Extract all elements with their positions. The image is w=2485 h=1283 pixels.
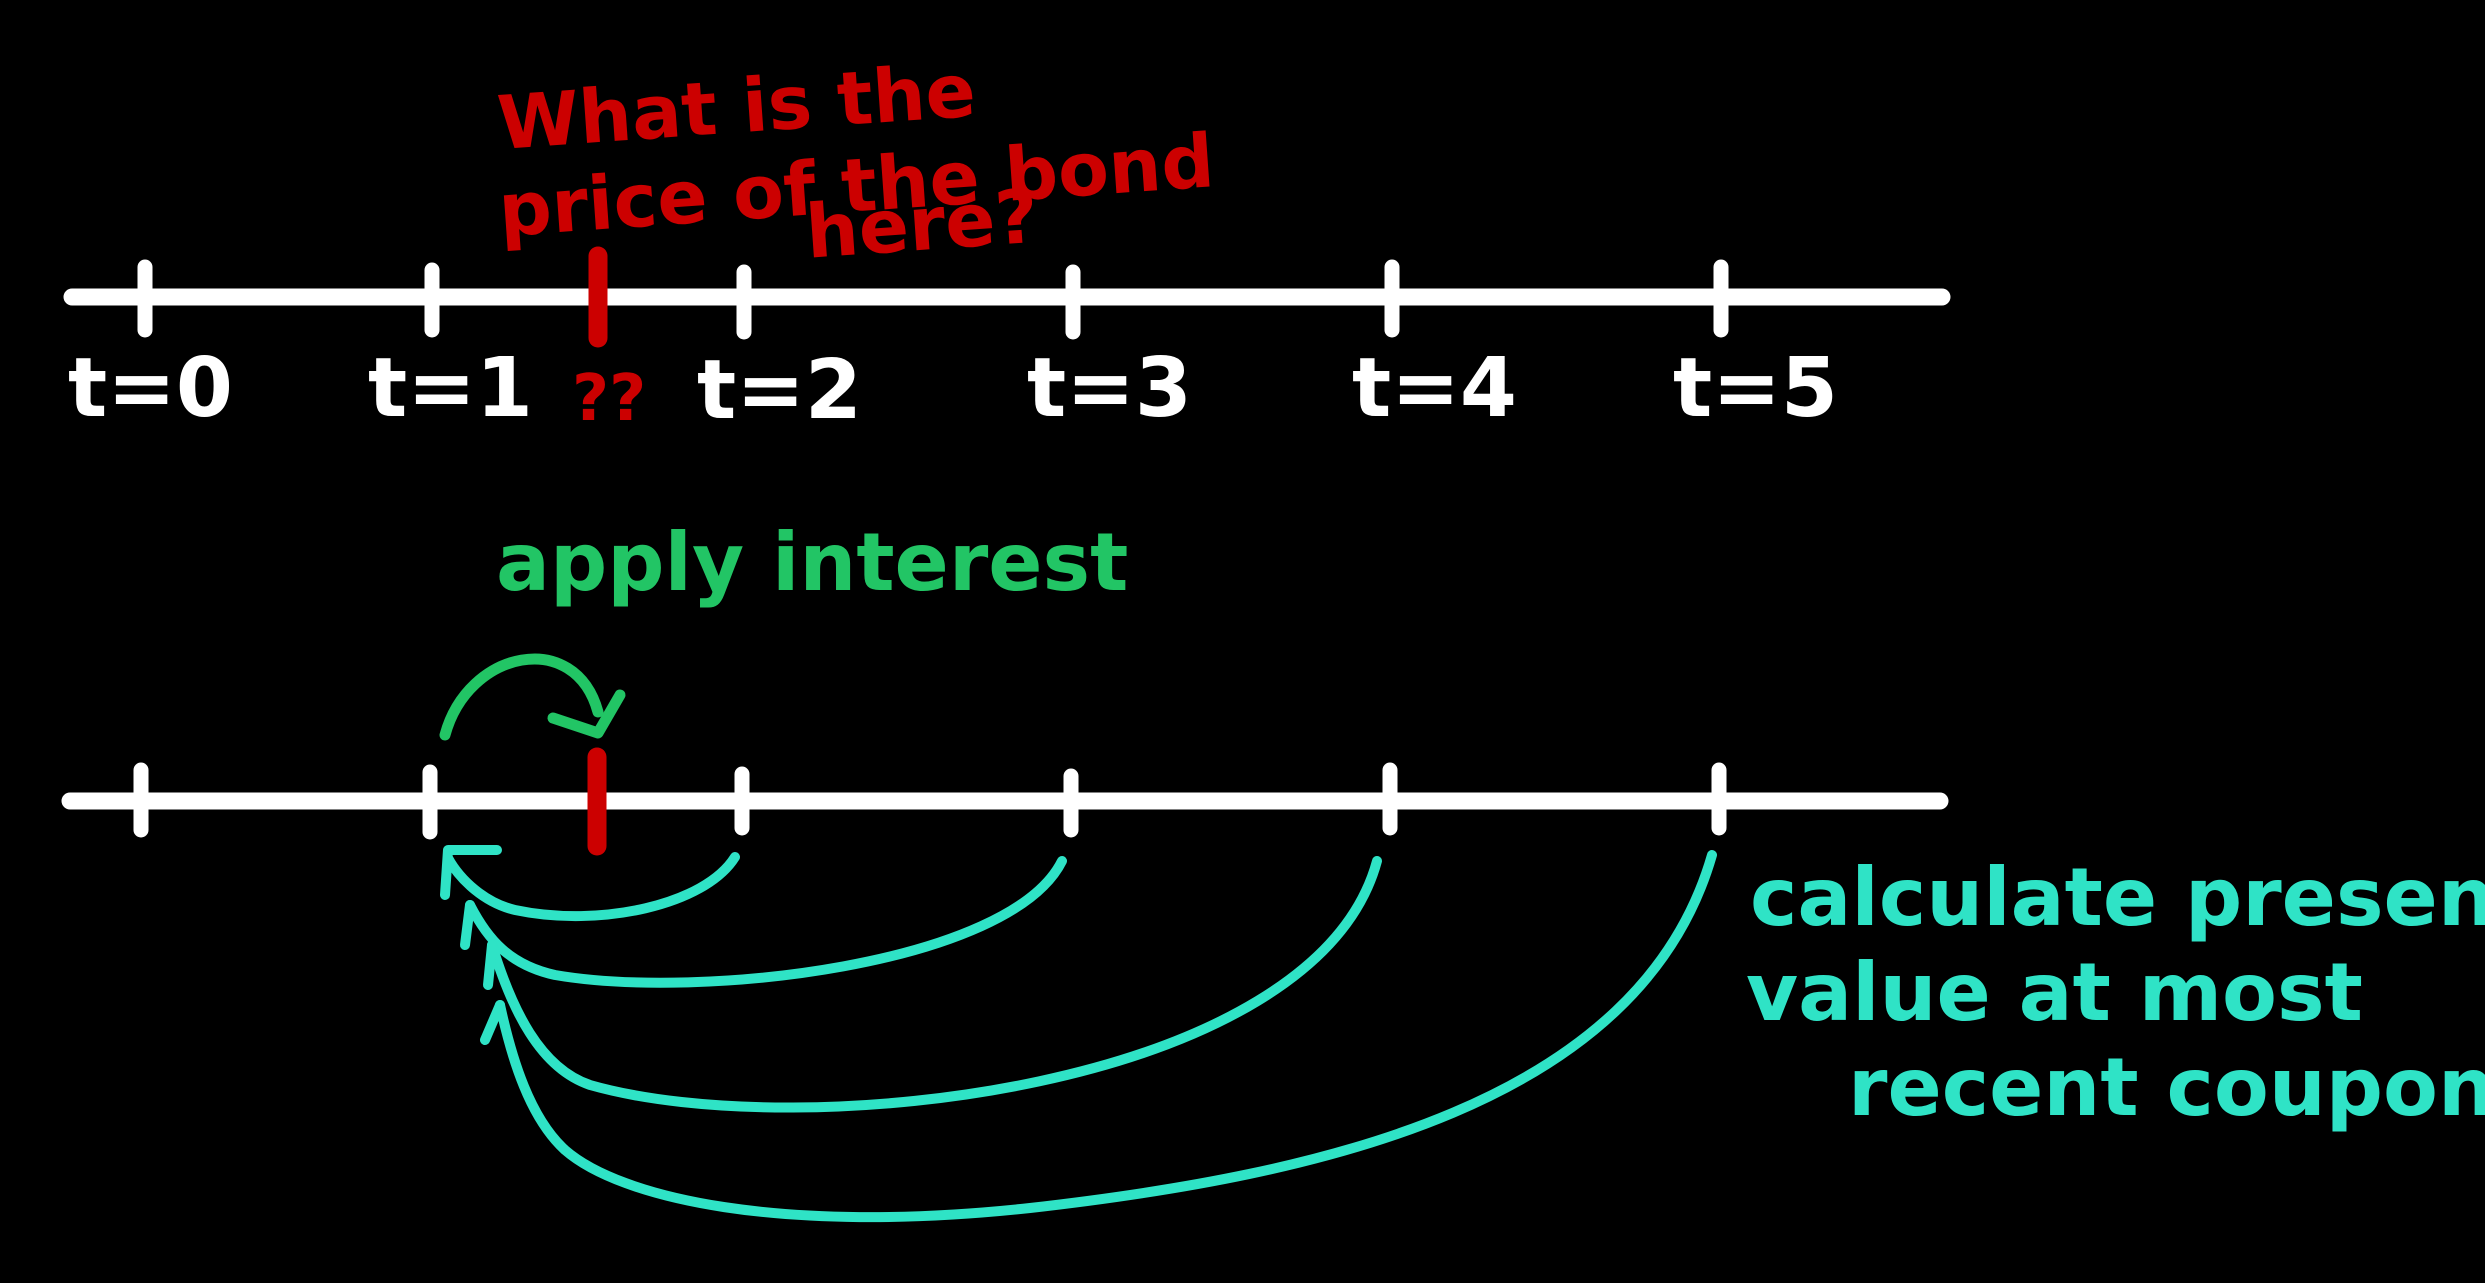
- pv-arrowhead-4: [480, 1000, 505, 1045]
- pv-note-line-1: calculate present: [1750, 851, 2485, 944]
- question-annotation: What is the price of the bond here?: [495, 48, 1217, 276]
- present-value-arrows: [440, 845, 1717, 1223]
- apply-interest-arrow: [439, 653, 604, 741]
- pv-arrow-from-t4: [487, 856, 1382, 1113]
- apply-interest-label: apply interest: [496, 516, 1128, 609]
- top-timeline: t=0 t=1 t=2 t=3 t=4 t=5 ??: [63, 246, 1951, 438]
- pv-arrow-from-t2: [443, 852, 740, 922]
- bottom-timeline: [61, 747, 1949, 856]
- top-label-t1: t=1: [368, 341, 533, 436]
- top-label-t3: t=3: [1027, 341, 1192, 436]
- pv-arrowhead-3: [483, 940, 497, 990]
- top-label-t5: t=5: [1673, 341, 1838, 436]
- apply-interest-arrowhead: [547, 689, 626, 739]
- top-label-t2: t=2: [697, 343, 862, 438]
- pv-note-line-3: recent coupon: [1848, 1041, 2485, 1134]
- question-line-3: here?: [803, 174, 1041, 276]
- present-value-note: calculate present value at most recent c…: [1746, 851, 2485, 1134]
- pv-arrow-from-t3: [465, 856, 1067, 988]
- top-label-t0: t=0: [68, 341, 233, 436]
- top-label-t4: t=4: [1352, 341, 1517, 436]
- pv-note-line-2: value at most: [1746, 946, 2363, 1039]
- pv-arrowhead-2: [460, 900, 475, 950]
- pv-arrow-from-t5: [495, 850, 1717, 1223]
- pv-arrowhead-1: [440, 845, 502, 900]
- apply-interest-annotation: apply interest: [439, 516, 1128, 741]
- marker-question-label: ??: [572, 362, 646, 436]
